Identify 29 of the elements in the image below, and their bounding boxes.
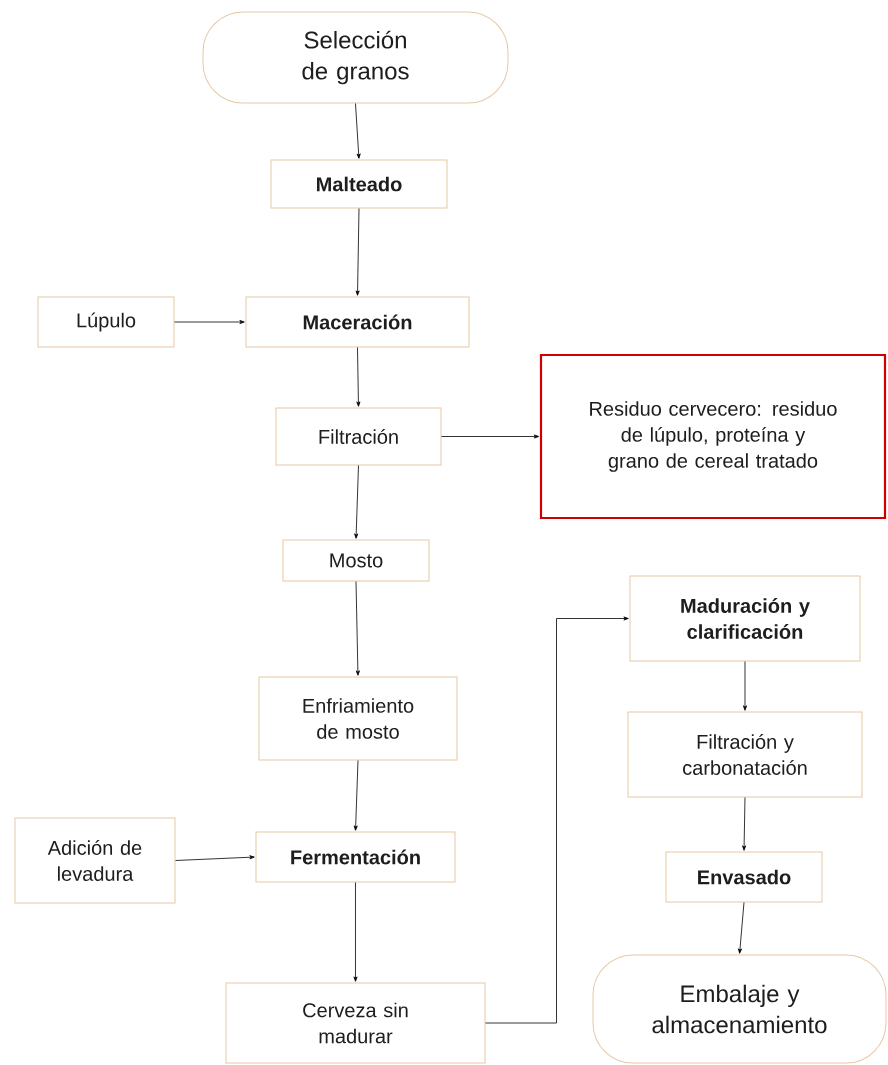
process-box: Fermentación — [255, 831, 456, 883]
process-box: Malteado — [270, 159, 448, 209]
process-box: Lúpulo — [37, 296, 175, 348]
arrow — [738, 902, 745, 954]
process-box: Mosto — [282, 539, 430, 582]
process-box: Filtración y carbonatación — [627, 711, 863, 798]
arrow — [354, 465, 359, 539]
arrow — [742, 797, 747, 851]
process-box: Cerveza sin madurar — [225, 982, 486, 1064]
arrow — [353, 882, 358, 982]
arrow — [743, 661, 747, 711]
process-box: Filtración — [275, 407, 442, 466]
arrow — [355, 581, 360, 676]
arrow — [485, 616, 629, 1024]
arrow — [175, 855, 255, 861]
arrow — [355, 208, 360, 296]
terminal-box: Embalaje y almacenamiento — [592, 954, 887, 1064]
process-box: Maceración — [245, 296, 470, 348]
arrow — [441, 434, 540, 439]
process-box: Enfriamiento de mosto — [258, 676, 458, 761]
process-box: Maduración y clarificación — [629, 575, 861, 662]
arrow — [353, 760, 359, 831]
arrow — [356, 347, 361, 407]
arrow — [355, 103, 361, 159]
terminal-box: Selección de granos — [202, 11, 509, 104]
output-box: Residuo cervecero: residuo de lúpulo, proteína y grano de cereal tratado — [539, 353, 887, 520]
process-box: Envasado — [665, 851, 823, 903]
process-box: Adición de levadura — [14, 817, 176, 904]
arrow — [174, 320, 245, 324]
